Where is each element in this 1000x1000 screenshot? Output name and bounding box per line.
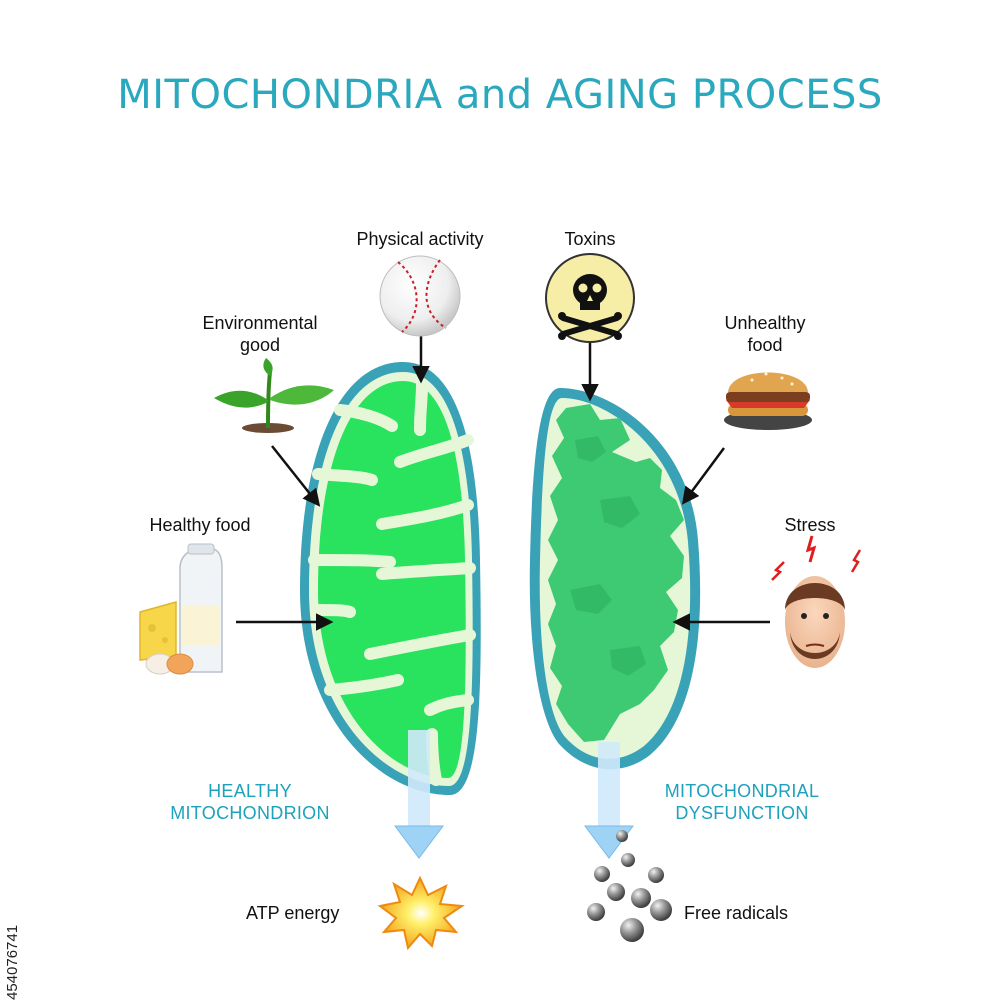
label-mitochondrial-dysfunction: MITOCHONDRIAL DYSFUNCTION xyxy=(642,780,842,824)
healthy-cristae xyxy=(308,378,476,786)
label-healthy-line1: HEALTHY xyxy=(208,781,292,801)
influence-arrows xyxy=(236,336,770,631)
label-dysfunction-line2: DYSFUNCTION xyxy=(675,803,809,823)
diagram-title: MITOCHONDRIA and AGING PROCESS xyxy=(117,72,883,118)
label-healthy-line2: MITOCHONDRION xyxy=(170,803,330,823)
skull-crossbones-icon xyxy=(545,253,635,343)
label-environmental-good-line2: good xyxy=(239,335,281,355)
label-unhealthy-food: Unhealthy food xyxy=(700,312,830,356)
stressed-man-icon xyxy=(771,535,862,668)
stock-image-id: 454076741 xyxy=(4,924,21,1000)
baseball-icon xyxy=(379,255,461,337)
healthy-mitochondrion xyxy=(300,362,481,795)
label-healthy-mitochondrion: HEALTHY MITOCHONDRION xyxy=(150,780,350,824)
arrow-environmental-good xyxy=(271,445,321,507)
label-environmental-good-line1: Environmental xyxy=(202,313,318,333)
dysfunction-blotches xyxy=(570,436,646,676)
energy-burst-icon xyxy=(377,875,465,951)
seedling-icon xyxy=(214,358,334,433)
label-unhealthy-food-line2: food xyxy=(747,335,783,355)
label-free-radicals: Free radicals xyxy=(684,903,789,923)
label-unhealthy-food-line1: Unhealthy xyxy=(724,313,806,333)
arrow-unhealthy-food xyxy=(681,447,726,505)
label-atp-energy: ATP energy xyxy=(246,903,340,923)
label-environmental-good: Environmental good xyxy=(190,312,330,356)
label-physical-activity: Physical activity xyxy=(356,229,484,249)
burger-icon xyxy=(724,372,812,430)
output-arrow-healthy xyxy=(394,730,444,859)
milk-cheese-eggs-icon xyxy=(139,543,223,675)
radical-spheres-icon xyxy=(587,830,672,942)
dysfunctional-mitochondrion xyxy=(529,388,701,770)
label-stress: Stress xyxy=(784,515,836,535)
dysfunction-matrix xyxy=(548,404,684,742)
label-toxins: Toxins xyxy=(564,229,616,249)
label-healthy-food: Healthy food xyxy=(149,515,251,535)
label-dysfunction-line1: MITOCHONDRIAL xyxy=(664,781,820,801)
